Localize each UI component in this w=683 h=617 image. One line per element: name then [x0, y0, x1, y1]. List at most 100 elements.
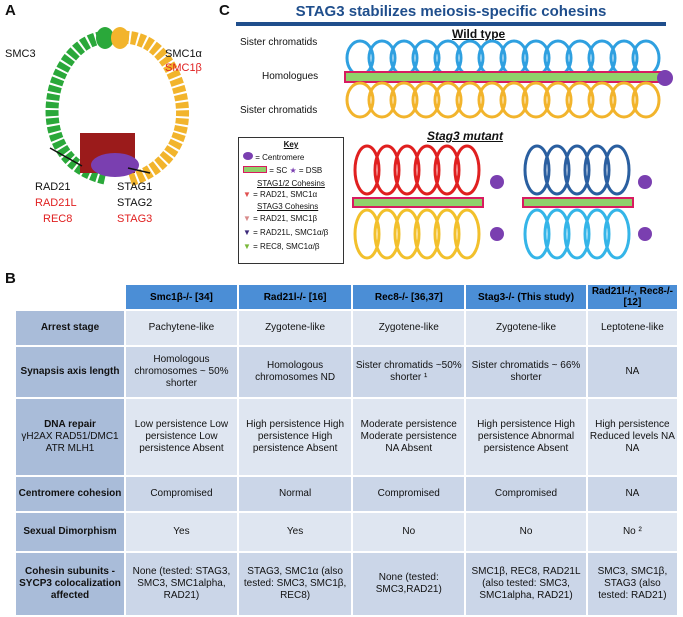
row-header-arrest-stage: Arrest stage: [16, 311, 124, 345]
col-header-stag3: Stag3-/- (This study): [466, 285, 586, 309]
table-cell: Zygotene-like: [238, 311, 352, 345]
legend-key: Key = Centromere = SC ★ = DSB STAG1/2 Co…: [238, 137, 344, 264]
col-header-rec8: Rec8-/- [36,37]: [353, 285, 465, 309]
table-cell: High persistence High persistence Abnorm…: [466, 399, 586, 475]
smc1-arm: [113, 30, 190, 187]
table-cell: Homologous chromosomes ~ 50% shorter: [126, 347, 237, 397]
table-cell: NA: [587, 347, 677, 397]
mutant-left-bottom-loops: [353, 208, 481, 260]
table-cell: Yes: [238, 513, 352, 551]
table-cell: Yes: [126, 513, 237, 551]
label-sister-chromatids-bottom: Sister chromatids: [240, 105, 318, 116]
table-cell: High persistence Reduced levels NA NA: [587, 399, 677, 475]
table-cell: Moderate persistence Moderate persistenc…: [353, 399, 465, 475]
label-smc1a: SMC1α: [165, 48, 202, 60]
row-header-dna-repair-markers: γH2AX RAD51/DMC1 ATR MLH1: [21, 431, 119, 454]
stag-subunit: [91, 153, 139, 177]
mutant-left-top-loops: [353, 144, 481, 196]
label-rec8: REC8: [43, 213, 73, 225]
table-cell: Compromised: [126, 477, 237, 511]
key-title: Key: [283, 140, 299, 149]
row-header-dna-repair-title: DNA repair: [44, 419, 96, 430]
table-cell: SMC3, SMC1β, STAG3 (also tested: RAD21): [587, 553, 677, 615]
key-sc: = SC: [269, 166, 288, 175]
panel-b-letter: B: [5, 270, 16, 287]
table-cell: Leptotene-like: [587, 311, 677, 345]
triangle-rad21-smc1a-icon: ▼: [243, 190, 251, 199]
triangle-rad21l-icon: ▼: [243, 228, 251, 237]
smc3-arm: [45, 30, 117, 185]
row-header-sexual-dimorphism: Sexual Dimorphism: [16, 513, 124, 551]
mutant-left-centromere-top: [490, 175, 504, 189]
table-cell: Compromised: [353, 477, 465, 511]
table-cell: STAG3, SMC1α (also tested: SMC3, SMC1β, …: [238, 553, 352, 615]
label-homologues: Homologues: [262, 71, 319, 82]
panel-a-letter: A: [5, 2, 16, 19]
key-rec8-smc1ab: = REC8, SMC1α/β: [253, 242, 320, 251]
table-cell: High persistence High persistence High p…: [238, 399, 352, 475]
table-cell: Zygotene-like: [353, 311, 465, 345]
row-header-centromere-cohesion: Centromere cohesion: [16, 477, 124, 511]
table-cell: SMC1β, REC8, RAD21L (also tested: SMC3, …: [466, 553, 586, 615]
mutant-right-top-loops: [523, 144, 631, 196]
triangle-rec8-icon: ▼: [243, 242, 251, 251]
stag3-mutant-title: Stag3 mutant: [427, 129, 504, 143]
table-row: Centromere cohesion Compromised Normal C…: [16, 477, 677, 511]
table-cell: None (tested: STAG3, SMC3, SMC1alpha, RA…: [126, 553, 237, 615]
row-header-dna-repair: DNA repair γH2AX RAD51/DMC1 ATR MLH1: [16, 399, 124, 475]
mutant-right-centromere-bottom: [638, 227, 652, 241]
table-cell: No: [353, 513, 465, 551]
hinge-smc1: [111, 27, 129, 49]
wild-type-chromosome-diagram: [344, 39, 673, 119]
panel-c-title: STAG3 stabilizes meiosis-specific cohesi…: [295, 3, 607, 20]
table-cell: Zygotene-like: [466, 311, 586, 345]
key-rad21-smc1a: = RAD21, SMC1α: [253, 190, 318, 199]
table-cell: No: [466, 513, 586, 551]
triangle-rad21-smc1b-icon: ▼: [243, 214, 251, 223]
wt-bottom-loops: [345, 81, 661, 119]
cohesin-ring-diagram: [45, 27, 190, 187]
table-cell: Homologous chromosomes ND: [238, 347, 352, 397]
col-header-smc1b: Smc1β-/- [34]: [126, 285, 237, 309]
wild-type-title: Wild type: [452, 27, 506, 41]
mutant-left-sc: [352, 197, 484, 208]
table-row: Synapsis axis length Homologous chromoso…: [16, 347, 677, 397]
label-sister-chromatids-top: Sister chromatids: [240, 37, 318, 48]
table-cell: Compromised: [466, 477, 586, 511]
table-row: Arrest stage Pachytene-like Zygotene-lik…: [16, 311, 677, 345]
key-rad21-smc1b: = RAD21, SMC1β: [253, 214, 318, 223]
key-stag12-heading: STAG1/2 Cohesins: [257, 179, 325, 188]
col-header-double-mutant: Rad21l-/-, Rec8-/- [12]: [587, 285, 677, 309]
centromere-icon: [243, 152, 253, 160]
key-dsb: = DSB: [298, 166, 323, 175]
hinge-smc3: [96, 27, 114, 49]
table-cell: Pachytene-like: [126, 311, 237, 345]
mutant-right-bottom-loops: [523, 208, 631, 260]
sc-icon: [243, 166, 267, 173]
table-corner: [16, 285, 124, 309]
dsb-star-icon: ★: [289, 166, 297, 175]
table-cell: Sister chromatids ~50% shorter ¹: [353, 347, 465, 397]
key-stag3-heading: STAG3 Cohesins: [257, 202, 319, 211]
label-smc1b: SMC1β: [165, 62, 202, 74]
wt-centromere: [657, 70, 673, 86]
panel-c-letter: C: [219, 2, 230, 19]
table-row: Cohesin subunits - SYCP3 colocalization …: [16, 553, 677, 615]
table-cell: Low persistence Low persistence Low pers…: [126, 399, 237, 475]
table-cell: Sister chromatids ~ 66% shorter: [466, 347, 586, 397]
table-row: Sexual Dimorphism Yes Yes No No No ²: [16, 513, 677, 551]
table-cell: None (tested: SMC3,RAD21): [353, 553, 465, 615]
mutant-right-centromere-top: [638, 175, 652, 189]
wt-top-loops: [345, 39, 661, 77]
mutant-right-sc: [522, 197, 634, 208]
table-cell: NA: [587, 477, 677, 511]
title-divider: [236, 22, 666, 26]
label-rad21: RAD21: [35, 181, 71, 193]
key-centromere: = Centromere: [255, 153, 305, 162]
col-header-rad21l: Rad21l-/- [16]: [238, 285, 352, 309]
row-header-synapsis: Synapsis axis length: [16, 347, 124, 397]
label-stag1: STAG1: [117, 181, 153, 193]
key-rad21l-smc1ab: = RAD21L, SMC1α/β: [253, 228, 329, 237]
row-header-cohesin-subunits: Cohesin subunits - SYCP3 colocalization …: [16, 553, 124, 615]
table-header-row: Smc1β-/- [34] Rad21l-/- [16] Rec8-/- [36…: [16, 285, 677, 309]
